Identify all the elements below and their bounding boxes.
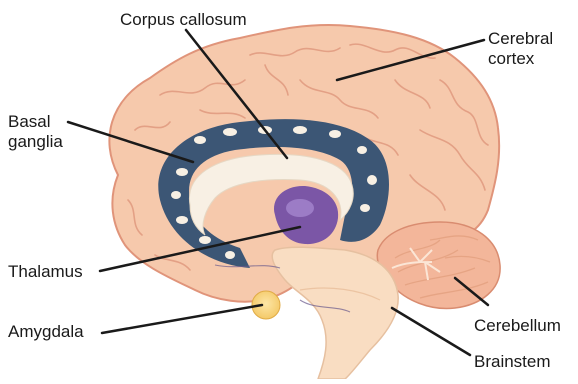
- brainstem-shape: [272, 247, 398, 379]
- label-cerebral-cortex-line2: cortex: [488, 49, 553, 69]
- label-cerebellum: Cerebellum: [474, 316, 561, 336]
- label-basal-ganglia: Basal ganglia: [8, 112, 63, 152]
- label-brainstem: Brainstem: [474, 352, 551, 372]
- label-basal-ganglia-line2: ganglia: [8, 132, 63, 152]
- label-cerebral-cortex: Cerebral cortex: [488, 29, 553, 69]
- label-thalamus: Thalamus: [8, 262, 83, 282]
- leader-brainstem: [392, 308, 470, 355]
- thalamus-highlight: [286, 199, 314, 217]
- label-corpus-callosum: Corpus callosum: [120, 10, 247, 30]
- label-cerebral-cortex-line1: Cerebral: [488, 29, 553, 49]
- label-basal-ganglia-line1: Basal: [8, 112, 63, 132]
- leader-amygdala: [102, 305, 262, 333]
- label-amygdala: Amygdala: [8, 322, 84, 342]
